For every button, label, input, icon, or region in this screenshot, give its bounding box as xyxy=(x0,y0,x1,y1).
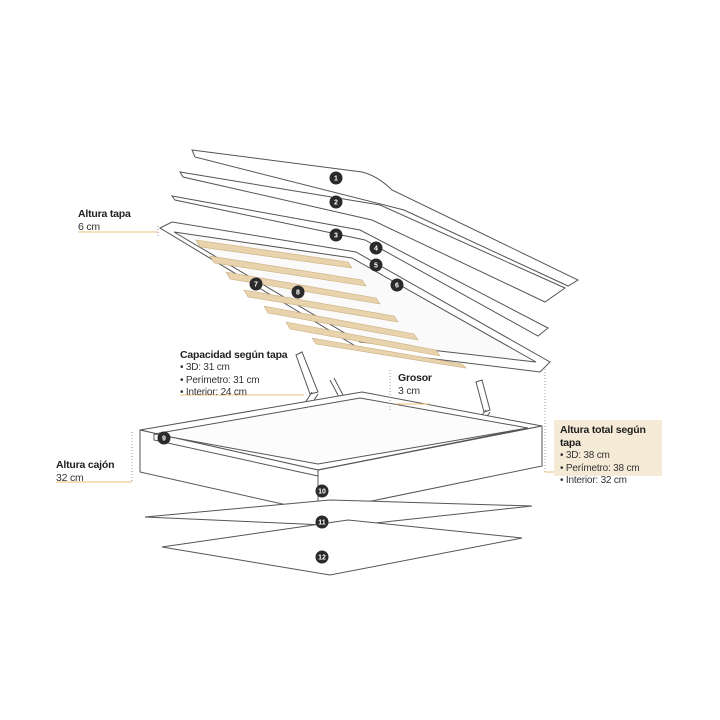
panel-top-cover xyxy=(191,149,580,287)
svg-text:12: 12 xyxy=(318,555,326,562)
callout-1: 1 xyxy=(329,171,343,185)
grosor-value: 3 cm xyxy=(398,385,420,397)
altura-cajon-value: 32 cm xyxy=(56,472,84,484)
label-altura-tapa: Altura tapa 6 cm xyxy=(78,208,131,234)
callout-6: 6 xyxy=(390,278,404,292)
altura-total-interior: Interior: 32 cm xyxy=(560,475,662,488)
panel-base-layer xyxy=(170,195,549,337)
svg-text:8: 8 xyxy=(296,290,300,297)
svg-text:7: 7 xyxy=(254,282,258,289)
storage-box xyxy=(139,391,543,513)
altura-cajon-title: Altura cajón xyxy=(56,459,115,471)
svg-text:3: 3 xyxy=(334,233,338,240)
callout-11: 11 xyxy=(315,515,329,529)
callout-12: 12 xyxy=(315,550,329,564)
svg-text:11: 11 xyxy=(318,520,326,527)
label-grosor: Grosor 3 cm xyxy=(398,372,432,398)
base-panels xyxy=(144,499,533,576)
altura-total-3d: 3D: 38 cm xyxy=(560,450,662,463)
svg-text:5: 5 xyxy=(374,263,378,270)
grosor-title: Grosor xyxy=(398,372,432,384)
callout-7: 7 xyxy=(249,277,263,291)
label-altura-cajon: Altura cajón 32 cm xyxy=(56,459,114,485)
callout-9: 9 xyxy=(157,431,171,445)
callout-10: 10 xyxy=(315,484,329,498)
svg-text:9: 9 xyxy=(162,436,166,443)
label-altura-total: Altura total según tapa 3D: 38 cm Períme… xyxy=(554,420,662,486)
svg-text:4: 4 xyxy=(374,246,378,253)
altura-total-perimetro: Perímetro: 38 cm xyxy=(560,463,662,476)
callout-2: 2 xyxy=(329,195,343,209)
panel-mattress-layer xyxy=(179,171,567,303)
capacidad-3d: 3D: 31 cm xyxy=(180,362,287,375)
altura-total-title: Altura total según tapa xyxy=(560,424,646,449)
callout-8: 8 xyxy=(291,285,305,299)
capacidad-perimetro: Perímetro: 31 cm xyxy=(180,375,287,388)
capacidad-interior: Interior: 24 cm xyxy=(180,387,287,400)
callouts: 1 2 3 4 5 6 7 8 9 10 11 12 xyxy=(157,171,404,564)
svg-text:10: 10 xyxy=(318,489,326,496)
altura-tapa-title: Altura tapa xyxy=(78,208,131,220)
svg-text:2: 2 xyxy=(334,200,338,207)
callout-5: 5 xyxy=(369,258,383,272)
svg-text:1: 1 xyxy=(334,176,338,183)
callout-4: 4 xyxy=(369,241,383,255)
label-capacidad: Capacidad según tapa 3D: 31 cm Perímetro… xyxy=(180,349,288,400)
callout-3: 3 xyxy=(329,228,343,242)
svg-text:6: 6 xyxy=(395,283,399,290)
altura-tapa-value: 6 cm xyxy=(78,221,100,233)
capacidad-title: Capacidad según tapa xyxy=(180,349,288,361)
